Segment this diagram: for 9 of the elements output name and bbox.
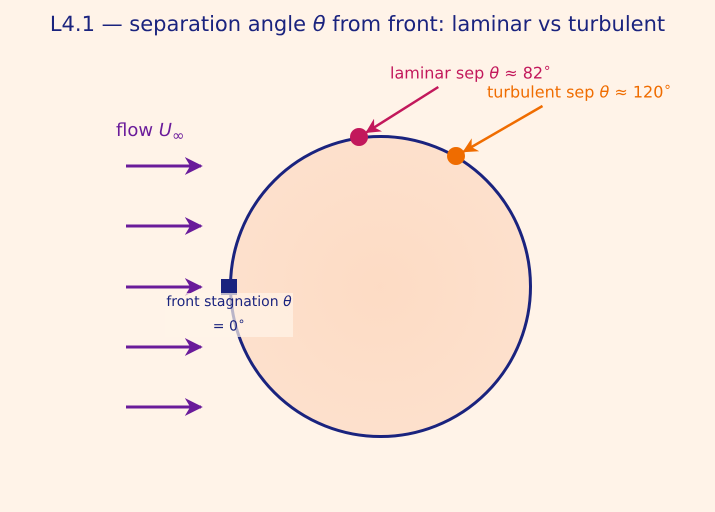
separation-point	[447, 147, 465, 165]
callout-label: laminar sep θ ≈ 82$^{∘}$	[390, 61, 552, 82]
diagram-title: L4.1 — separation angle θ from front: laminar vs turbulent	[48, 12, 666, 36]
flow-label: flow U$_{∞}$	[116, 120, 184, 145]
separation-point	[350, 128, 368, 146]
leader-arrow	[462, 104, 544, 153]
leader-arrow	[365, 86, 439, 134]
node-caption: front stagnation θ = 0$^{∘}$	[165, 293, 293, 337]
callout-label: turbulent sep θ ≈ 120$^{∘}$	[487, 80, 672, 102]
